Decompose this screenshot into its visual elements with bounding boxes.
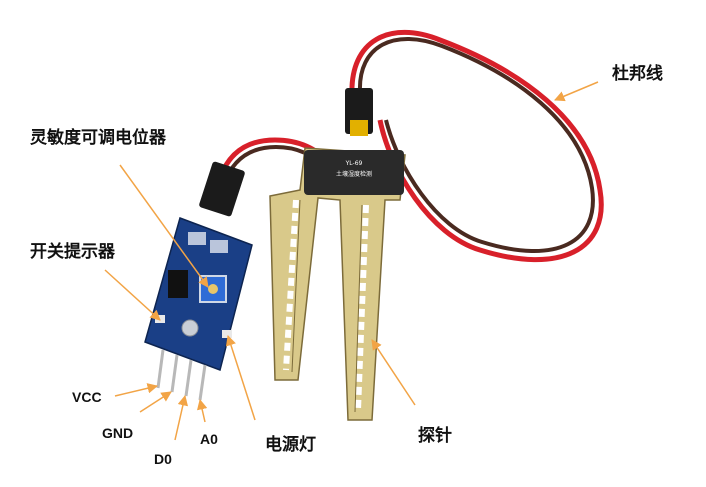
- pin-header: [156, 349, 207, 401]
- power-led-label: 电源灯: [265, 435, 316, 455]
- module-connector: [199, 161, 245, 217]
- pin-d0-label: D0: [154, 451, 172, 467]
- probe-connector: [345, 88, 373, 136]
- pin-a0-label: A0: [200, 431, 218, 447]
- sensor-module: [144, 217, 253, 401]
- probe-label: 探针: [418, 426, 452, 446]
- switch-indicator-label: 开关提示器: [30, 242, 115, 262]
- dupont-wire-label: 杜邦线: [612, 64, 663, 84]
- soil-probe: YL-69 土壤湿度检测: [269, 147, 406, 421]
- pin-gnd-label: GND: [102, 425, 134, 441]
- probe-title-text: 土壤湿度检测: [336, 170, 372, 178]
- probe-model-text: YL-69: [345, 160, 363, 167]
- pin-vcc-label: VCC: [72, 389, 102, 405]
- chip: [168, 270, 188, 298]
- potentiometer-label: 灵敏度可调电位器: [30, 128, 166, 148]
- annotation-arrows: [104, 81, 599, 441]
- power-led: [222, 330, 232, 338]
